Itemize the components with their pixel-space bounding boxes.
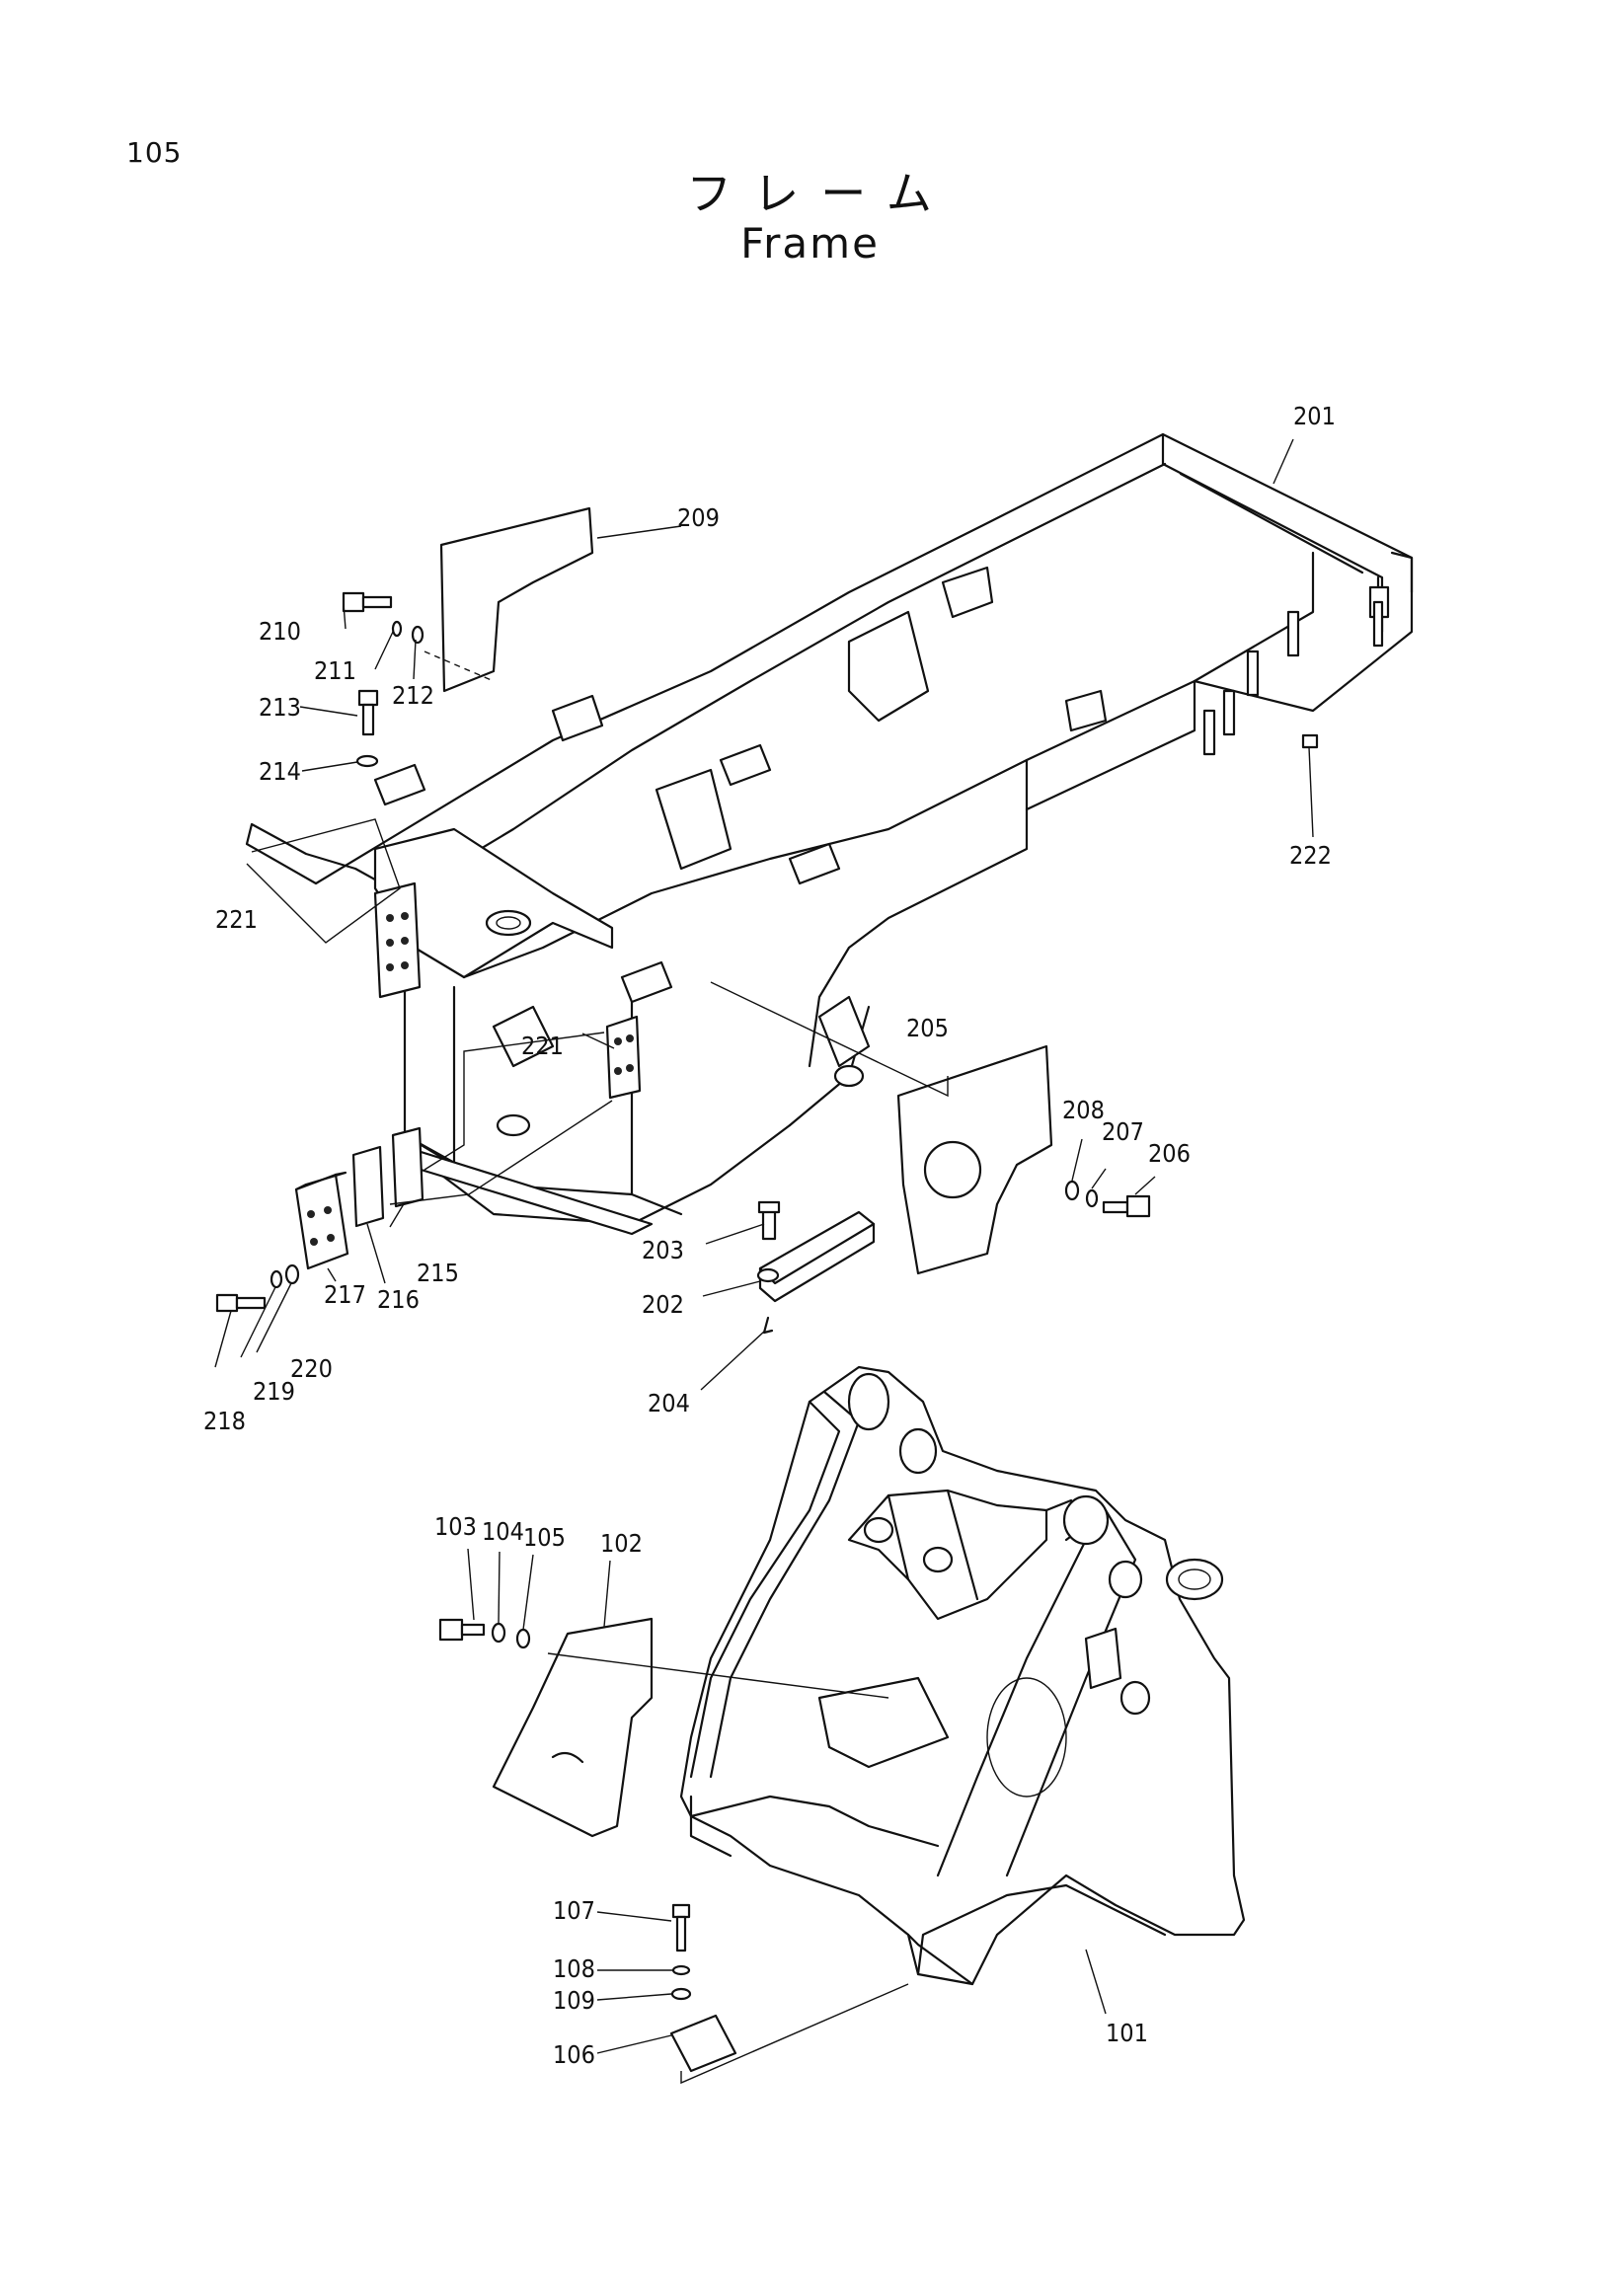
shim-216 — [351, 1145, 385, 1228]
washer-211 — [391, 620, 403, 638]
side-cover-205 — [896, 1044, 1053, 1275]
washer-104 — [491, 1622, 506, 1644]
callout-210: 210 — [259, 617, 301, 646]
callout-221-left: 221 — [215, 905, 258, 934]
callout-205: 205 — [906, 1014, 949, 1042]
washer-105 — [515, 1628, 531, 1649]
callout-217: 217 — [324, 1280, 366, 1309]
callout-208: 208 — [1062, 1096, 1105, 1124]
cover-plate-102 — [492, 1617, 654, 1838]
callout-102: 102 — [600, 1529, 643, 1558]
callout-101: 101 — [1106, 2019, 1148, 2047]
bolt-203 — [761, 1207, 777, 1241]
callout-109: 109 — [553, 1986, 595, 2015]
callout-215: 215 — [417, 1259, 459, 1287]
washer-220 — [284, 1263, 300, 1285]
bolt-210 — [342, 591, 393, 613]
callout-222: 222 — [1289, 841, 1332, 870]
washer-208 — [1064, 1180, 1080, 1201]
front-frame-101 — [679, 1365, 1246, 1986]
bolt-213 — [357, 689, 379, 736]
callout-213: 213 — [259, 693, 301, 722]
callout-206: 206 — [1148, 1139, 1191, 1168]
callout-209: 209 — [677, 503, 720, 532]
callout-201: 201 — [1293, 402, 1336, 430]
cover-plate-106 — [669, 2014, 737, 2073]
rear-frame-201 — [245, 432, 1414, 1236]
washer-219 — [270, 1269, 283, 1289]
title-japanese: フレーム — [686, 167, 954, 220]
leader-lines — [214, 438, 1314, 2054]
callout-labels: 201 209 210 211 212 213 214 221 221 222 … — [203, 402, 1336, 2069]
callout-202: 202 — [642, 1290, 684, 1319]
washer-207 — [1085, 1188, 1099, 1208]
washer-212 — [411, 625, 424, 645]
bolt-103 — [438, 1618, 486, 1642]
callout-212: 212 — [392, 681, 434, 710]
callout-216: 216 — [377, 1285, 420, 1314]
callout-207: 207 — [1102, 1117, 1144, 1146]
bolt-218 — [215, 1293, 267, 1313]
shim-215 — [391, 1126, 424, 1208]
callout-106: 106 — [553, 2040, 595, 2069]
callout-103: 103 — [434, 1512, 477, 1541]
callout-221-right: 221 — [521, 1032, 564, 1060]
pin-204 — [762, 1316, 774, 1335]
callout-108: 108 — [553, 1954, 595, 1983]
guard-plate-209 — [439, 506, 594, 693]
washer-109 — [670, 1987, 692, 2001]
stopper-217 — [294, 1173, 349, 1270]
bolt-107 — [671, 1903, 691, 1952]
callout-219: 219 — [253, 1377, 295, 1406]
callout-220: 220 — [290, 1354, 333, 1383]
page-number: 105 — [126, 136, 183, 169]
callout-105: 105 — [523, 1523, 566, 1552]
callout-214: 214 — [259, 757, 301, 786]
callout-104: 104 — [482, 1517, 524, 1546]
title-english: Frame — [740, 219, 880, 268]
washer-214 — [355, 754, 379, 768]
callout-203: 203 — [642, 1236, 684, 1264]
callout-107: 107 — [553, 1896, 595, 1925]
washer-108 — [671, 1964, 691, 1976]
callout-204: 204 — [648, 1389, 690, 1417]
bolt-206 — [1102, 1194, 1151, 1218]
callout-211: 211 — [314, 656, 356, 685]
callout-218: 218 — [203, 1407, 246, 1435]
